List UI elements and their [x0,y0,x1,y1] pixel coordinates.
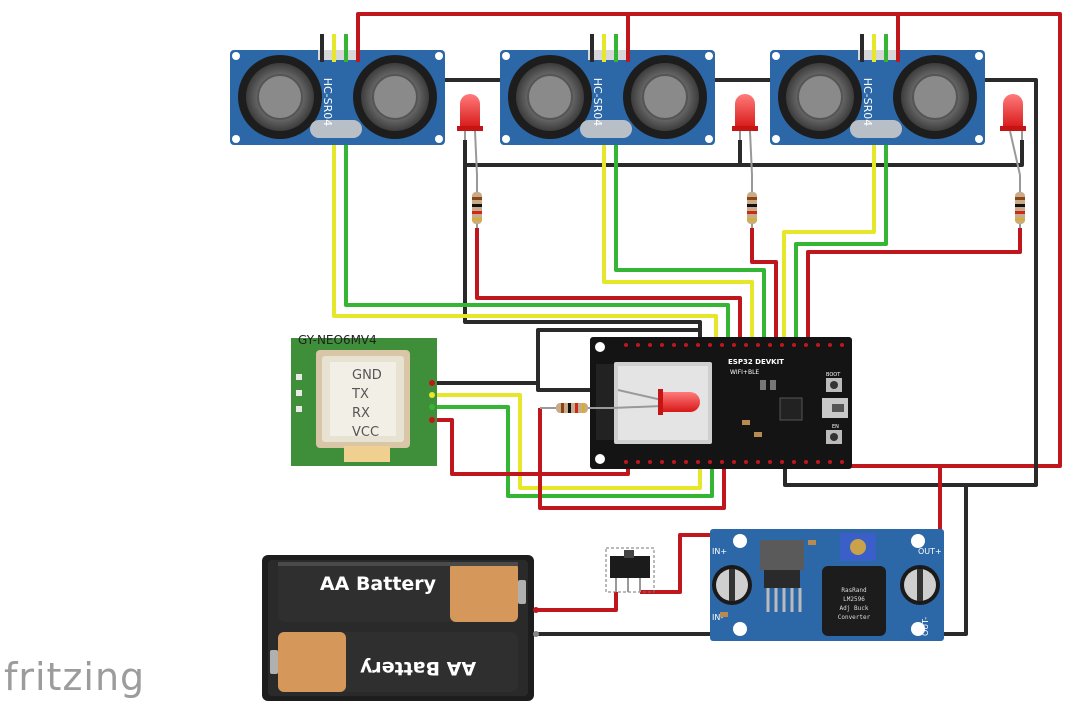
esp32-boot-label: BOOT [826,372,841,378]
wire-s1-trig [332,34,718,345]
esp32-antenna [596,364,616,440]
battery-label-bottom: AA Battery [359,657,476,679]
led-2 [732,94,758,176]
resistor-4 [540,403,612,413]
esp32-subtitle: WIFI+BLE [730,369,759,376]
wire-led3-sig [806,228,1022,345]
resistor-2 [747,175,757,228]
wire-gps-gnd [432,328,700,385]
ultrasonic-sensor-2: HC-SR04 [500,50,715,145]
sensor-pin-stubs [320,34,900,62]
wire-s2-trig [602,34,754,345]
wire-led2-sig [750,228,778,345]
esp32-header-bottom [624,460,844,464]
battery-cell-top: AA Battery [278,562,526,622]
led-4 [611,389,700,415]
buck-regulator [760,540,804,570]
wire-led4-res [538,408,726,510]
buck-inductor [822,566,886,636]
wire-led-gnd [463,140,1024,167]
buck-in-plus: IN+ [712,547,727,556]
wire-s2-echo [614,34,766,345]
sensor-label: HC-SR04 [591,78,604,127]
buck-chip-line-1: RasRand [841,587,867,594]
battery-holder: AA Battery AA Battery [262,555,539,701]
led-3 [1000,94,1026,176]
slide-switch [605,547,655,593]
buck-out-minus: OUT- [921,617,930,636]
gps-pin-gnd: GND [352,368,382,383]
buck-chip-line-3: Adj Buck [840,605,869,612]
wire-led1-sig [475,228,742,345]
resistor-3 [1015,175,1025,228]
esp32-title: ESP32 DEVKIT [728,358,784,366]
gps-pin-vcc: VCC [352,425,379,440]
gps-module: GY-NEO6MV4 GND TX RX VCC [291,333,437,466]
esp32-header-top [624,343,844,347]
fritzing-watermark: fritzing [4,655,145,699]
sensor-label: HC-SR04 [321,78,334,127]
wire-bat-pos [536,592,618,612]
resistor-1 [472,175,482,228]
esp32-board: ESP32 DEVKIT WIFI+BLE BOOT EN [590,337,852,469]
led-1 [457,94,483,176]
wire-vcc-bus [356,12,1062,468]
wire-gps-vcc [432,418,630,476]
battery-cell-bottom: AA Battery [270,632,518,692]
esp32-cp2102-chip [779,397,803,421]
buck-converter: IN+ IN- OUT+ OUT- RasRand LM2596 Adj Buc… [710,529,944,641]
esp32-en-label: EN [832,424,839,430]
wire-led-gnd-down [463,165,702,345]
gps-title: GY-NEO6MV4 [298,333,377,347]
ultrasonic-sensor-3: HC-SR04 [770,50,985,145]
buck-chip-line-4: Converter [838,614,871,621]
battery-label-top: AA Battery [320,573,437,595]
wire-buck-out-neg [940,485,968,636]
wire-s1-echo [344,34,730,345]
wire-gps-rx [432,405,714,498]
gps-pin-tx: TX [351,387,369,402]
gps-pin-rx: RX [352,406,370,421]
sensor-label: HC-SR04 [861,78,874,127]
ultrasonic-sensor-1: HC-SR04 [230,50,445,145]
buck-in-minus: IN- [712,613,723,622]
buck-chip-line-2: LM2596 [843,596,865,603]
wire-gps-tx [432,393,702,490]
wire-switch-out [640,533,712,594]
buck-out-plus: OUT+ [918,547,942,556]
